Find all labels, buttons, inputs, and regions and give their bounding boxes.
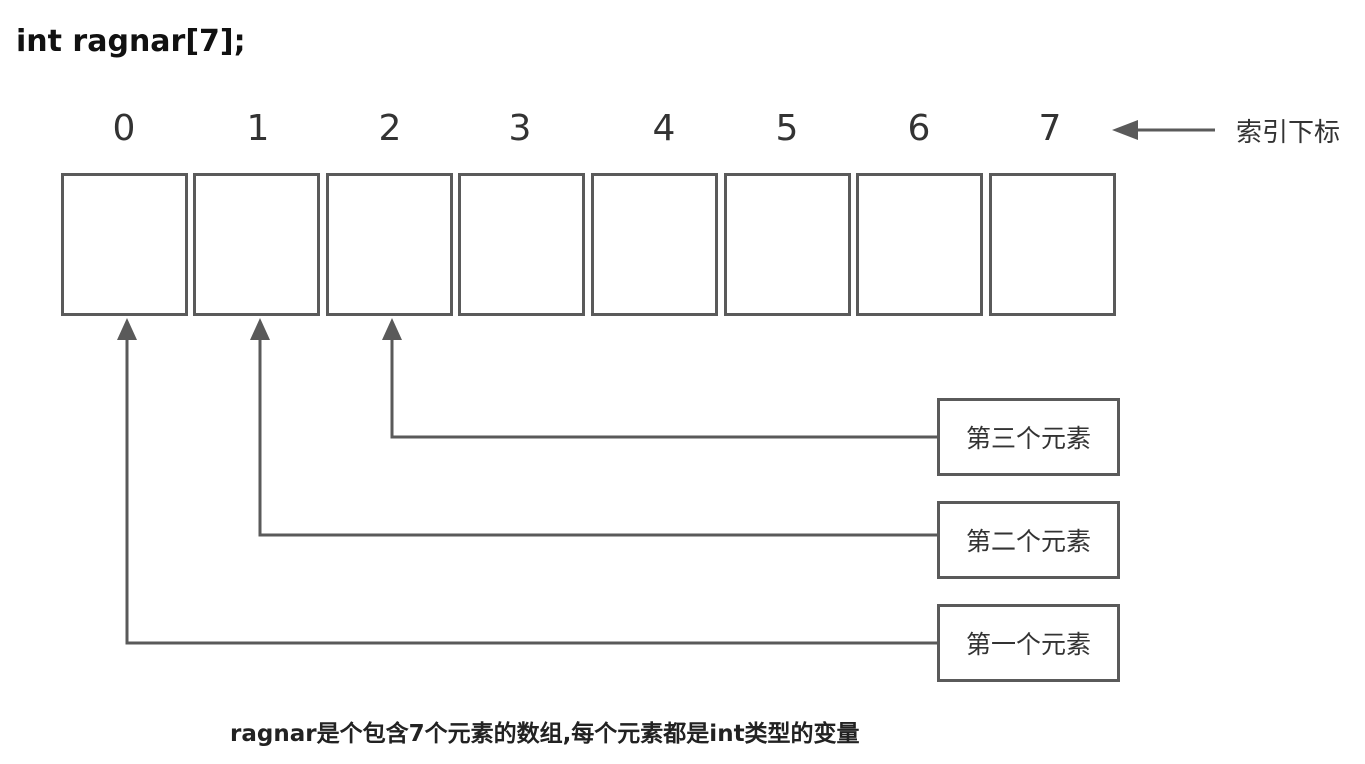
element-box-first: 第一个元素 (937, 604, 1120, 682)
index-label-4: 4 (652, 108, 676, 149)
array-cell-3 (458, 173, 585, 316)
index-label-3: 3 (508, 108, 532, 149)
array-cell-5 (724, 173, 851, 316)
index-pointer-arrow (1112, 120, 1215, 140)
array-cell-0 (61, 173, 188, 316)
index-label-2: 2 (378, 108, 402, 149)
index-caption: 索引下标 (1236, 118, 1341, 148)
array-cell-7 (989, 173, 1116, 316)
index-label-5: 5 (775, 108, 799, 149)
array-cell-2 (326, 173, 453, 316)
first-element-connector (117, 318, 937, 645)
code-title: int ragnar[7]; (16, 24, 246, 59)
second-element-connector (250, 318, 937, 537)
third-element-connector (382, 318, 937, 439)
diagram-caption: ragnar是个包含7个元素的数组,每个元素都是int类型的变量 (230, 721, 860, 747)
element-box-third: 第三个元素 (937, 398, 1120, 476)
array-cell-4 (591, 173, 718, 316)
index-label-1: 1 (246, 108, 270, 149)
array-cell-6 (856, 173, 983, 316)
array-cell-1 (193, 173, 320, 316)
index-label-7: 7 (1038, 108, 1062, 149)
index-label-6: 6 (907, 108, 931, 149)
element-box-second: 第二个元素 (937, 501, 1120, 579)
index-label-0: 0 (112, 108, 136, 149)
